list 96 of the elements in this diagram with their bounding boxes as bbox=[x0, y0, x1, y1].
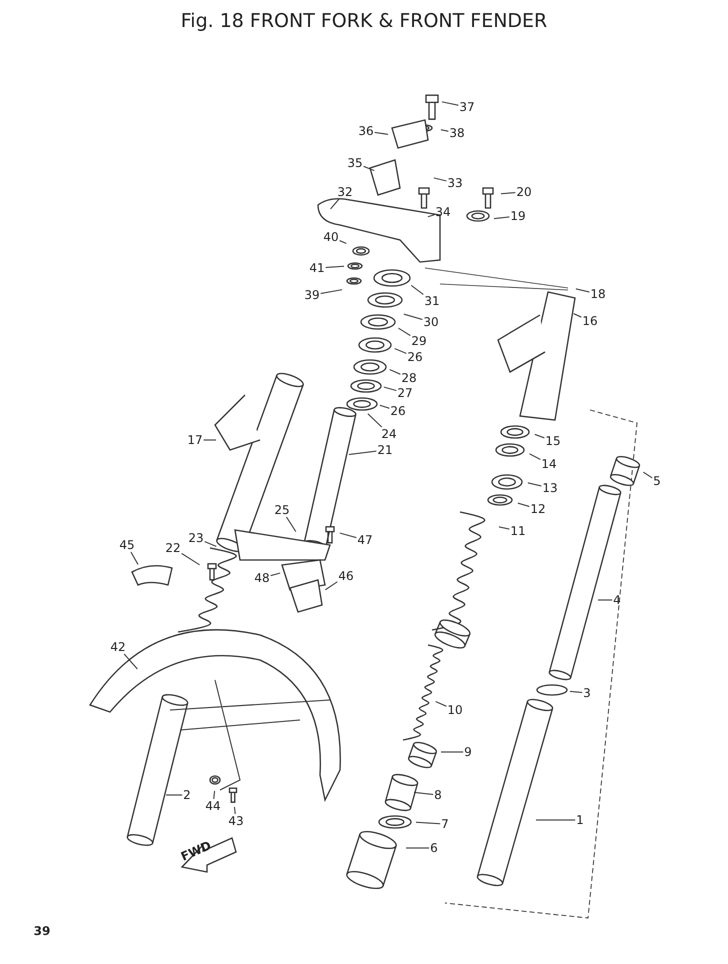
page-number: 39 bbox=[34, 925, 50, 937]
leader-line bbox=[493, 216, 510, 220]
callout-number: 10 bbox=[446, 703, 464, 717]
callout-number: 17 bbox=[186, 433, 204, 447]
callout-number: 39 bbox=[303, 288, 321, 302]
callout-number: 20 bbox=[515, 185, 533, 199]
callout-number: 13 bbox=[541, 481, 559, 495]
leader-line bbox=[234, 806, 236, 814]
leader-line bbox=[569, 690, 583, 694]
callout-number: 47 bbox=[356, 533, 374, 547]
leader-line bbox=[339, 532, 357, 538]
callout-number: 36 bbox=[357, 124, 375, 138]
leader-line bbox=[529, 453, 541, 460]
leader-line bbox=[500, 192, 516, 194]
callout-number: 22 bbox=[164, 541, 182, 555]
leader-line bbox=[181, 552, 200, 566]
callout-number: 33 bbox=[446, 176, 464, 190]
callout-number: 35 bbox=[346, 156, 364, 170]
leader-line bbox=[398, 328, 411, 336]
callout-number: 16 bbox=[581, 314, 599, 328]
callout-number: 29 bbox=[410, 334, 428, 348]
leader-line bbox=[416, 822, 441, 824]
callout-number: 5 bbox=[652, 474, 662, 488]
callout-number: 43 bbox=[227, 814, 245, 828]
leader-line bbox=[339, 240, 347, 244]
callout-number: 24 bbox=[380, 427, 398, 441]
callout-number: 15 bbox=[544, 434, 562, 448]
leader-line bbox=[498, 526, 510, 530]
leader-line bbox=[383, 386, 397, 392]
leader-line bbox=[367, 413, 382, 428]
leader-line bbox=[286, 516, 296, 532]
callout-number: 30 bbox=[422, 315, 440, 329]
leader-line bbox=[379, 404, 390, 409]
leader-line bbox=[403, 314, 423, 320]
callout-number: 2 bbox=[182, 788, 192, 802]
leader-line bbox=[325, 266, 344, 268]
callout-number: 41 bbox=[308, 261, 326, 275]
callout-number: 37 bbox=[458, 100, 476, 114]
leader-line bbox=[440, 129, 449, 132]
leader-line bbox=[433, 177, 447, 182]
callout-number: 14 bbox=[540, 457, 558, 471]
leader-line bbox=[575, 288, 590, 292]
callout-number: 7 bbox=[440, 817, 450, 831]
leader-line bbox=[394, 348, 407, 354]
leader-line bbox=[330, 198, 340, 210]
leader-line bbox=[166, 794, 183, 796]
leader-line bbox=[517, 502, 530, 507]
callout-number: 32 bbox=[336, 185, 354, 199]
callout-number: 27 bbox=[396, 386, 414, 400]
leader-line bbox=[534, 434, 545, 438]
callout-number: 23 bbox=[187, 531, 205, 545]
leader-line bbox=[427, 214, 435, 218]
callout-number: 38 bbox=[448, 126, 466, 140]
callout-number: 45 bbox=[118, 538, 136, 552]
callout-number: 42 bbox=[109, 640, 127, 654]
callout-number: 1 bbox=[575, 813, 585, 827]
callout-number: 8 bbox=[433, 788, 443, 802]
callout-number: 25 bbox=[273, 503, 291, 517]
leader-line bbox=[130, 552, 139, 566]
callout-number: 31 bbox=[423, 294, 441, 308]
callout-number: 48 bbox=[253, 571, 271, 585]
figure-title: Fig. 18 FRONT FORK & FRONT FENDER bbox=[180, 12, 548, 31]
leader-line bbox=[573, 313, 582, 318]
leader-line bbox=[320, 289, 343, 294]
leader-line bbox=[527, 482, 542, 486]
leader-line bbox=[441, 101, 459, 106]
callout-number: 9 bbox=[463, 745, 473, 759]
leader-line bbox=[270, 572, 281, 576]
callout-number: 26 bbox=[406, 350, 424, 364]
callout-number: 46 bbox=[337, 569, 355, 583]
leader-line bbox=[435, 701, 447, 707]
leader-line bbox=[413, 792, 434, 795]
leader-line bbox=[204, 541, 217, 547]
callout-number: 28 bbox=[400, 371, 418, 385]
callout-number: 4 bbox=[612, 593, 622, 607]
leader-line bbox=[642, 472, 653, 478]
leader-line bbox=[389, 369, 401, 375]
callout-number: 44 bbox=[204, 799, 222, 813]
callout-number: 40 bbox=[322, 230, 340, 244]
callout-number: 3 bbox=[582, 686, 592, 700]
callout-number: 6 bbox=[429, 841, 439, 855]
callout-number: 18 bbox=[589, 287, 607, 301]
leader-line bbox=[374, 132, 389, 135]
callout-number: 21 bbox=[376, 443, 394, 457]
callout-number: 34 bbox=[434, 205, 452, 219]
leader-line bbox=[124, 654, 138, 670]
leader-line bbox=[324, 581, 338, 590]
callout-number: 19 bbox=[509, 209, 527, 223]
fwd-label: FWD bbox=[179, 839, 213, 863]
leader-line bbox=[410, 284, 424, 296]
callout-number: 11 bbox=[509, 524, 527, 538]
leader-line bbox=[363, 166, 375, 172]
leader-line bbox=[348, 450, 377, 455]
callout-number: 12 bbox=[529, 502, 547, 516]
callout-number: 26 bbox=[389, 404, 407, 418]
leader-line bbox=[213, 790, 216, 800]
